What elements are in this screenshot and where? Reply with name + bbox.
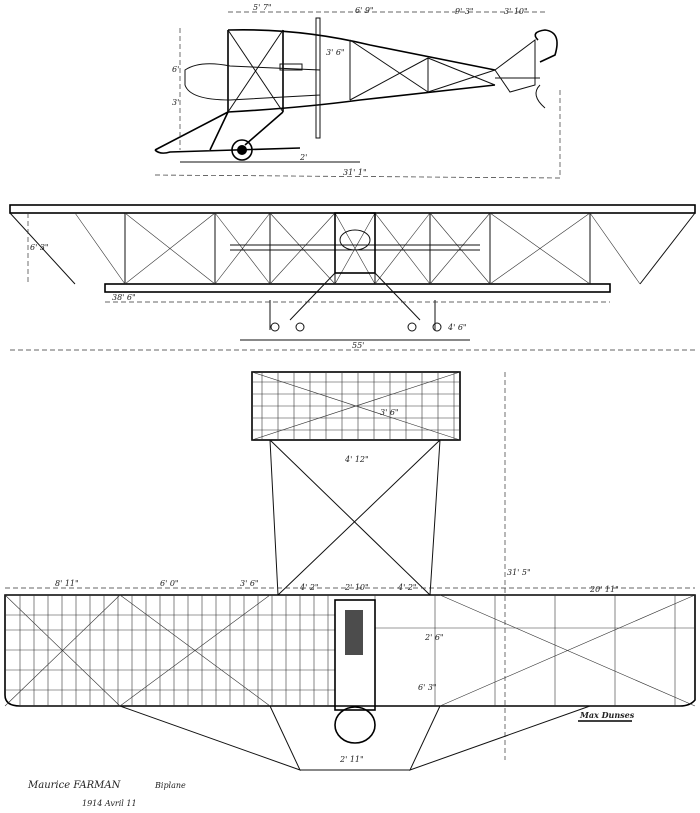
dim-label: 5' 7" bbox=[253, 3, 272, 12]
structure-line bbox=[269, 212, 336, 285]
dim-label: 38' 6" bbox=[112, 293, 136, 302]
dim-label: 6' bbox=[172, 65, 179, 74]
plan-view: 3' 6" 4' 12" 31' 5" 8' 11" 6' 0" 3' 6" 4… bbox=[4, 371, 696, 771]
structure-line bbox=[119, 594, 271, 707]
structure-line bbox=[74, 212, 126, 285]
dim-label: 4' 2" bbox=[397, 583, 417, 592]
dim-label: 2' 10" bbox=[344, 583, 369, 592]
dim-label: 55' bbox=[352, 341, 364, 350]
structure-line bbox=[439, 594, 696, 707]
dim-label: 31' 1" bbox=[343, 168, 367, 177]
structure-line bbox=[4, 594, 121, 707]
dim-label: 3' 6" bbox=[326, 48, 345, 57]
structure-line bbox=[489, 212, 591, 285]
dim-label: 9' 3" bbox=[455, 7, 474, 16]
dim-label: 3' 6" bbox=[380, 408, 399, 417]
dim-label: 6' 0" bbox=[160, 579, 179, 588]
dim-label: 2' bbox=[299, 153, 307, 162]
dim-label: 6' 3" bbox=[30, 243, 49, 252]
dim-label: 4' 12" bbox=[344, 455, 369, 464]
dim-label: 6' 9" bbox=[355, 6, 374, 15]
dim-label: 6' 3" bbox=[418, 683, 437, 692]
dim-label: 3' bbox=[172, 98, 179, 107]
dim-label: 31' 5" bbox=[507, 568, 531, 577]
front-view: 6' 3" 38' 6" 55' 4' 6" bbox=[9, 204, 696, 351]
dim-label: 4' 6" bbox=[447, 323, 467, 332]
caption-date: 1914 Avril 11 bbox=[82, 799, 137, 808]
side-view: 5' 7" 6' 9" 9' 3" 3' 10" 6' 3' bbox=[154, 3, 561, 179]
caption-name: Maurice FARMAN bbox=[27, 780, 122, 791]
dim-label: 3' 10" bbox=[504, 7, 528, 16]
dim-label: 20' 11" bbox=[589, 585, 619, 594]
dim-label: 3' 6" bbox=[240, 579, 259, 588]
structure-line bbox=[374, 212, 431, 285]
dim-label: 4' 2" bbox=[299, 583, 319, 592]
dim-label: 8' 11" bbox=[55, 579, 79, 588]
structure-line bbox=[214, 212, 271, 285]
caption-type: Biplane bbox=[154, 781, 186, 790]
dim-label: 2' 11" bbox=[339, 755, 364, 764]
structure-line bbox=[334, 212, 376, 285]
signature: Max Dunses bbox=[579, 710, 635, 720]
dim-label: 2' 6" bbox=[424, 633, 444, 642]
structure-line bbox=[251, 371, 461, 441]
structure-line bbox=[124, 212, 216, 285]
structure-line bbox=[589, 212, 641, 285]
structure-line bbox=[429, 212, 491, 285]
